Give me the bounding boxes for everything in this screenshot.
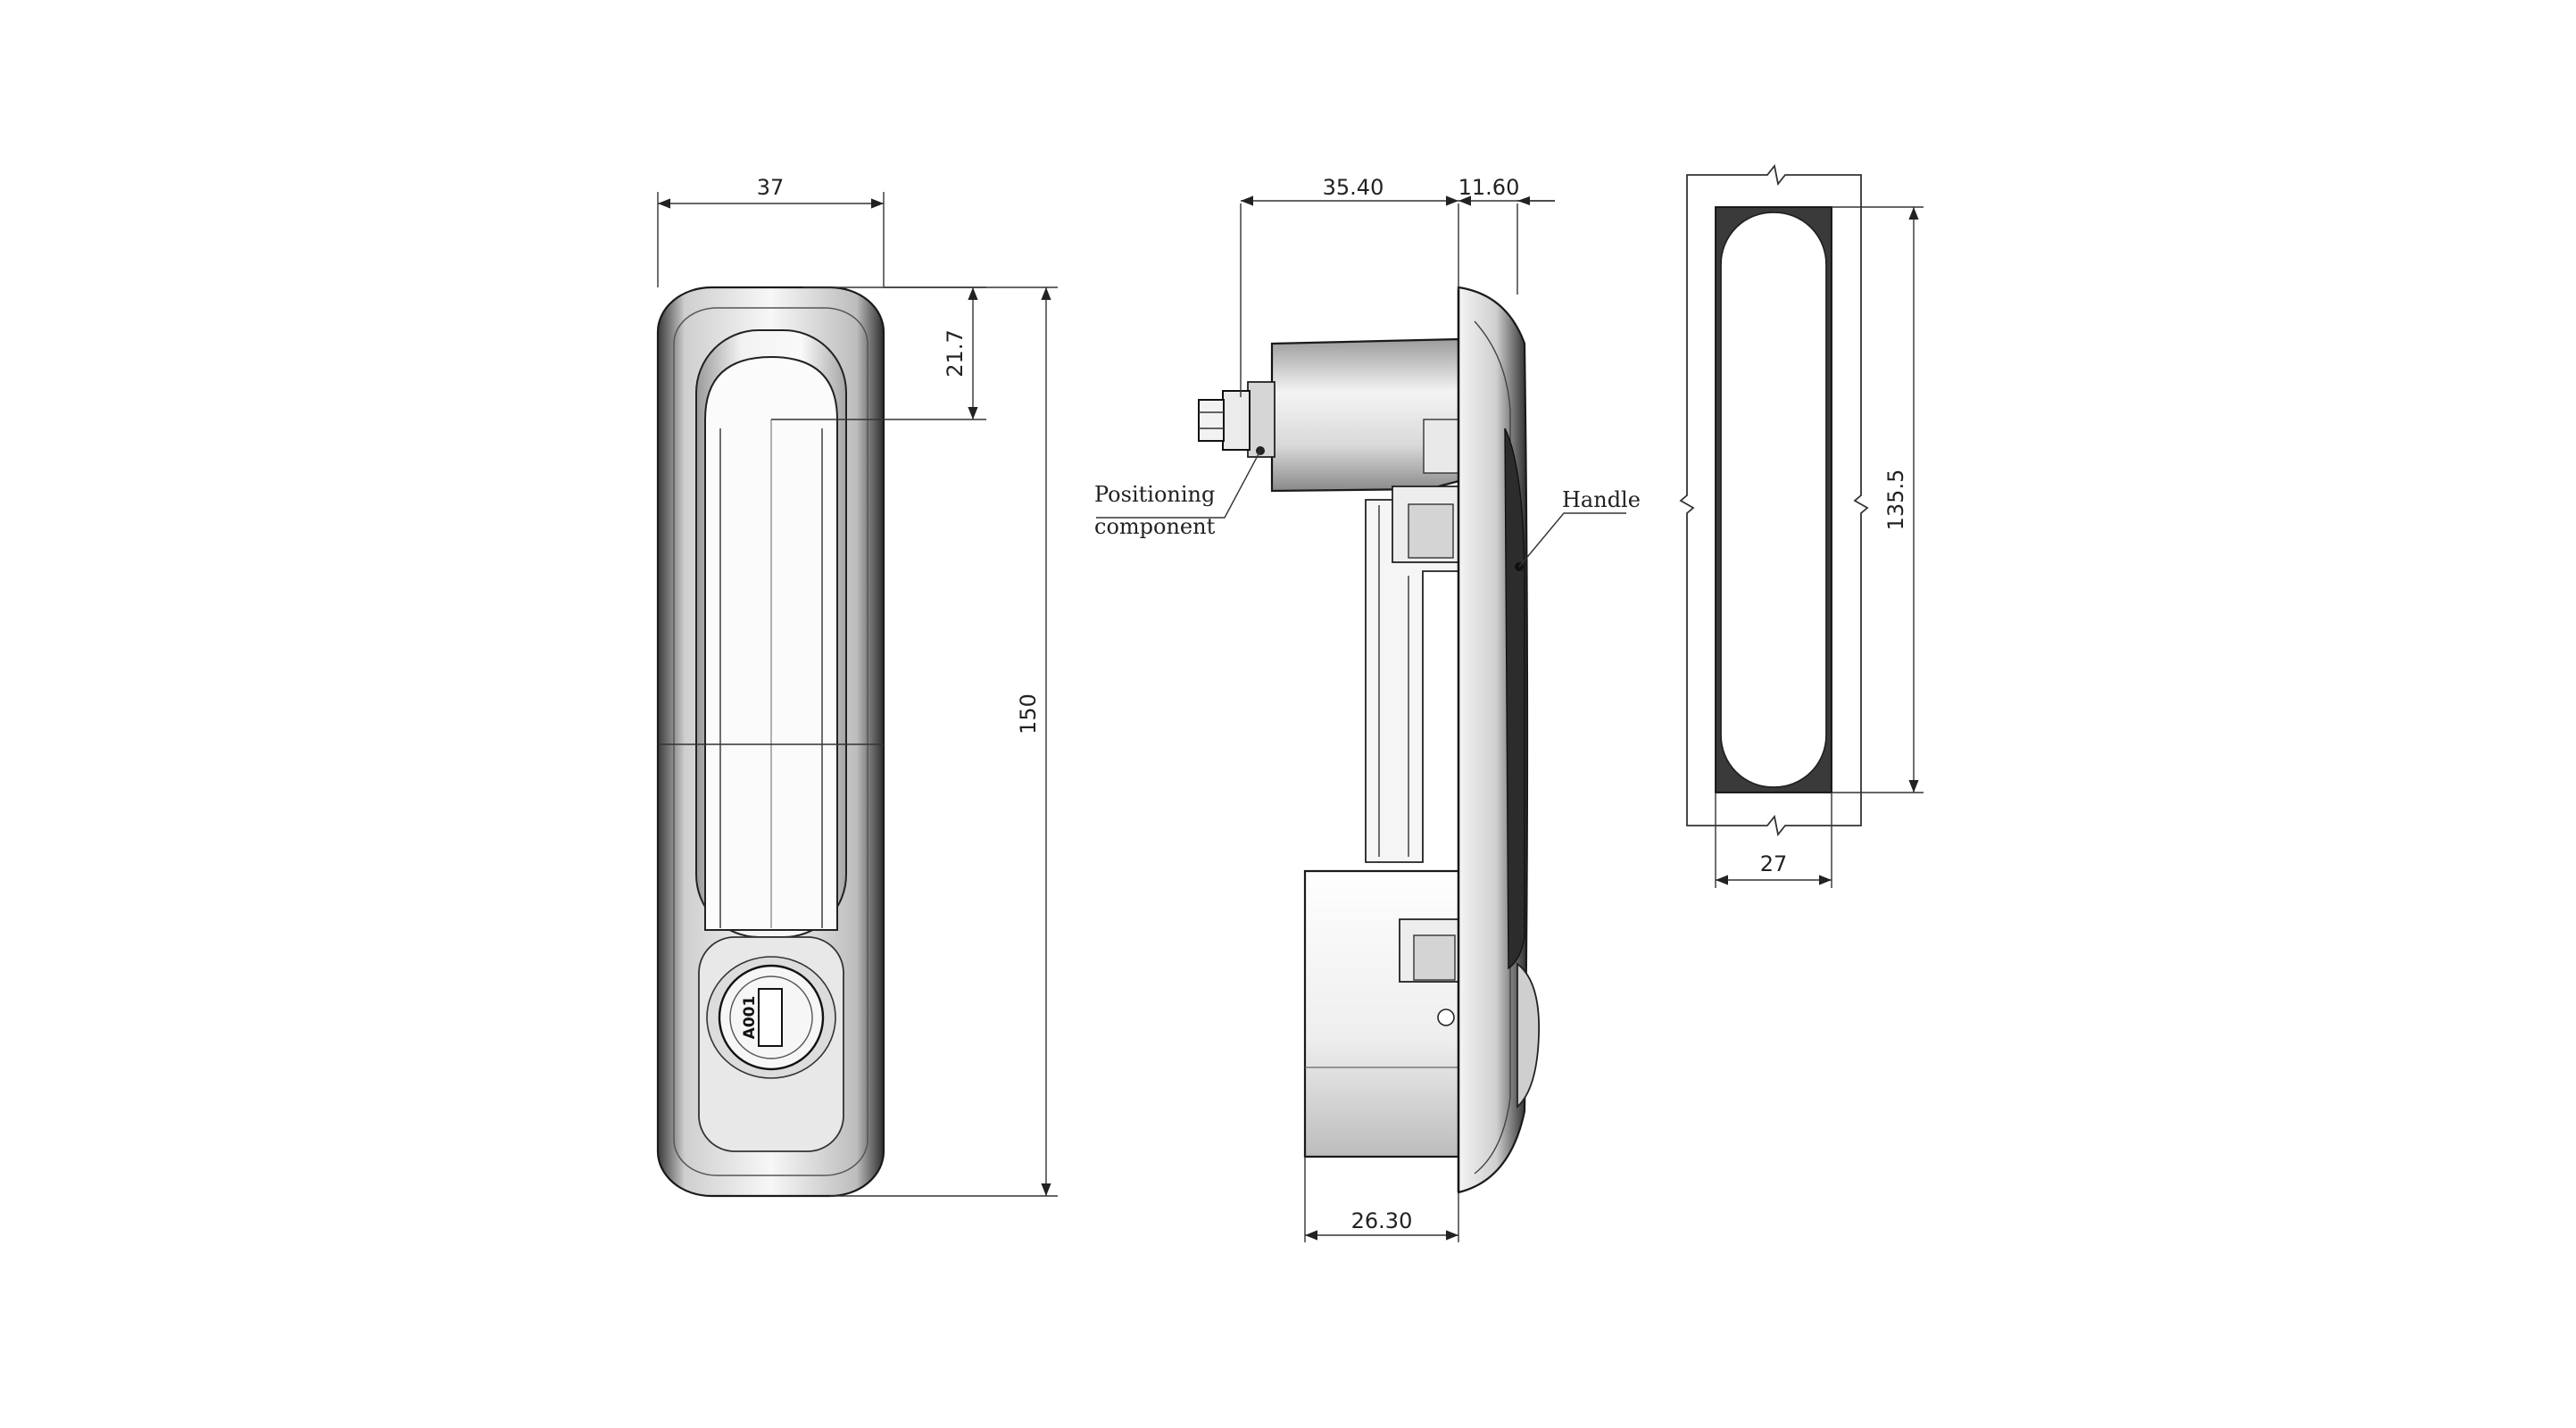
cutout-height-dim: 135.5 xyxy=(1883,469,1908,531)
positioning-nut xyxy=(1222,390,1251,451)
handle-grip xyxy=(1504,428,1525,970)
keyway-slot xyxy=(758,988,783,1047)
callout-positioning-line2: component xyxy=(1094,514,1216,539)
lower-knob xyxy=(1517,962,1541,1109)
side-bottom-dim: 26.30 xyxy=(1351,1208,1413,1233)
front-width-dim: 37 xyxy=(757,175,785,200)
callout-handle: Handle xyxy=(1562,487,1641,512)
cutout-width-dim: 27 xyxy=(1760,851,1788,876)
cutout-view: 135.5 27 xyxy=(1679,163,1924,888)
side-handle-depth-dim: 11.60 xyxy=(1458,175,1520,200)
side-view: 35.40 11.60 26.30 Positioning component … xyxy=(1094,175,1641,1242)
side-depth-dim: 35.40 xyxy=(1323,175,1384,200)
front-top-dim: 21.7 xyxy=(943,329,968,377)
front-height-dim: 150 xyxy=(1016,693,1041,735)
callout-positioning-line1: Positioning xyxy=(1094,482,1215,507)
key-code-label: A001 xyxy=(741,996,759,1040)
front-view: A001 37 21.7 150 xyxy=(656,175,1058,1198)
cutout-opening xyxy=(1720,212,1827,788)
